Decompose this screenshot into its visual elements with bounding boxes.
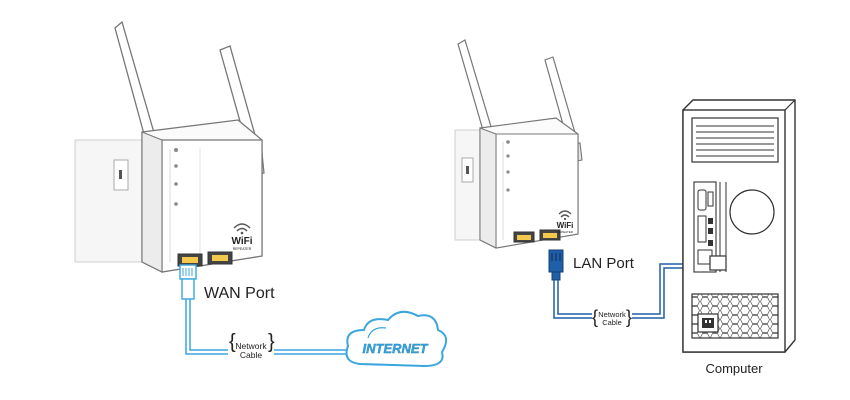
- computer-label: Computer: [705, 361, 763, 376]
- computer-tower-icon: [682, 99, 796, 353]
- wifi-badge-subtext: REPEATER: [233, 247, 252, 251]
- right-cable-label-line2: Cable: [602, 318, 622, 327]
- svg-text:}: }: [268, 331, 275, 353]
- internet-label: INTERNET: [363, 341, 429, 356]
- wan-port-label: WAN Port: [204, 285, 275, 302]
- right-cable-label-line1: Network: [598, 310, 626, 319]
- internet-cloud-icon: INTERNET: [345, 310, 448, 368]
- left-network-cable: [185, 298, 352, 355]
- wifi-badge-subtext: REPEATER: [557, 230, 574, 234]
- left-scene: WiFi REPEATER WAN Port { Network Cable }: [74, 20, 448, 368]
- right-scene: WiFi REPEATER LAN Port { Network Cable }: [454, 39, 796, 376]
- repeater-device: WiFi REPEATER: [141, 119, 263, 273]
- wall-panel: [74, 139, 149, 263]
- left-cable-label-line1: Network: [235, 341, 267, 351]
- wifi-badge: WiFi REPEATER: [231, 223, 253, 251]
- repeater-device: WiFi REPEATER: [479, 117, 579, 249]
- wifi-badge-text: WiFi: [231, 236, 252, 247]
- wifi-badge-text: WiFi: [557, 221, 574, 230]
- rj45-connector-icon: [548, 249, 564, 281]
- svg-text:{: {: [592, 307, 598, 327]
- lan-port-label: LAN Port: [573, 255, 635, 272]
- wifi-badge: WiFi REPEATER: [557, 210, 574, 234]
- left-cable-label-line2: Cable: [240, 350, 262, 360]
- svg-text:}: }: [626, 307, 632, 327]
- rj45-connector-icon: [179, 264, 197, 300]
- right-network-cable: [553, 263, 688, 319]
- svg-text:{: {: [229, 331, 236, 353]
